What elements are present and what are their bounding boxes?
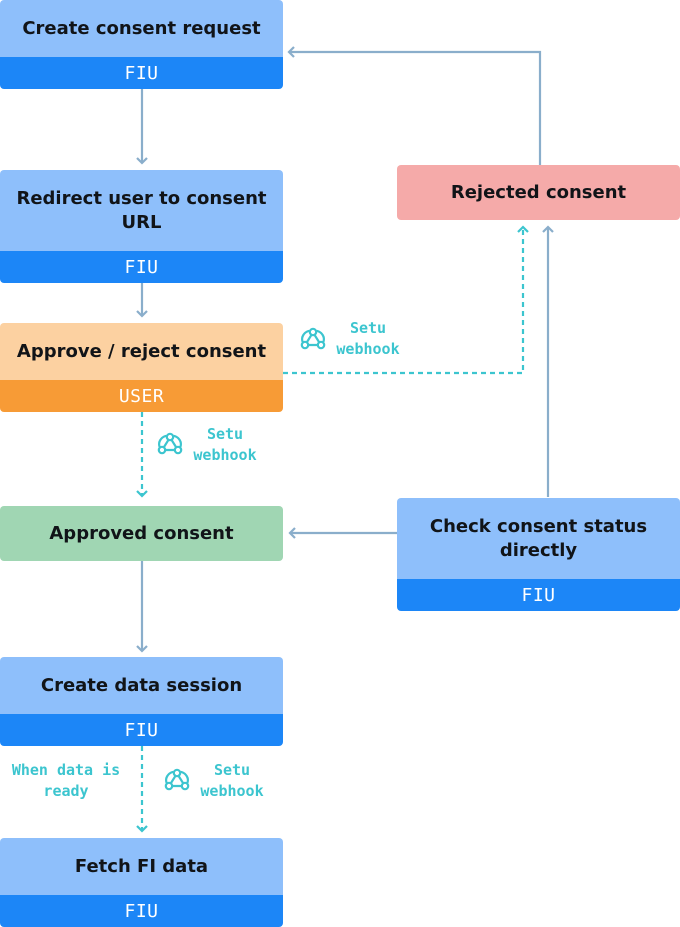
node-title: Check consent status directly [397, 498, 680, 579]
node-title: Redirect user to consent URL [0, 170, 283, 251]
webhook-icon [157, 432, 183, 455]
node-title: Approved consent [0, 506, 283, 561]
webhook-label: Setu webhook [190, 424, 260, 466]
webhook-label: Setu webhook [333, 318, 403, 360]
node-title: Create data session [0, 657, 283, 714]
webhook-label-line2: webhook [193, 446, 257, 464]
node-approve-reject-consent: Approve / reject consent USER [0, 323, 283, 412]
node-title: Create consent request [0, 0, 283, 57]
webhook-label-line1: Setu [349, 319, 387, 337]
when-data-ready-label: When data is ready [0, 760, 132, 802]
node-role: FIU [397, 579, 680, 611]
node-role: USER [0, 380, 283, 412]
webhook-approve-to-rejected [283, 225, 529, 375]
node-role: FIU [0, 714, 283, 746]
webhook-icon [300, 327, 326, 350]
webhook-icon [164, 768, 190, 791]
webhook-label-line2: webhook [336, 340, 400, 358]
node-create-data-session: Create data session FIU [0, 657, 283, 746]
webhook-label-line1: Setu [213, 761, 251, 779]
node-approved-consent: Approved consent [0, 506, 283, 561]
webhook-label-line1: Setu [206, 425, 244, 443]
node-check-consent-status: Check consent status directly FIU [397, 498, 680, 611]
when-data-ready-line2: ready [43, 782, 89, 800]
node-title: Rejected consent [397, 165, 680, 220]
node-redirect-user: Redirect user to consent URL FIU [0, 170, 283, 283]
node-create-consent-request: Create consent request FIU [0, 0, 283, 89]
webhook-label-line2: webhook [200, 782, 264, 800]
node-role: FIU [0, 57, 283, 89]
node-title: Fetch FI data [0, 838, 283, 895]
node-role: FIU [0, 251, 283, 283]
node-role: FIU [0, 895, 283, 927]
when-data-ready-line1: When data is [11, 761, 121, 779]
node-title: Approve / reject consent [0, 323, 283, 380]
webhook-label: Setu webhook [197, 760, 267, 802]
node-rejected-consent: Rejected consent [397, 165, 680, 220]
node-fetch-fi-data: Fetch FI data FIU [0, 838, 283, 927]
arrow-rejected-to-create [287, 46, 542, 165]
